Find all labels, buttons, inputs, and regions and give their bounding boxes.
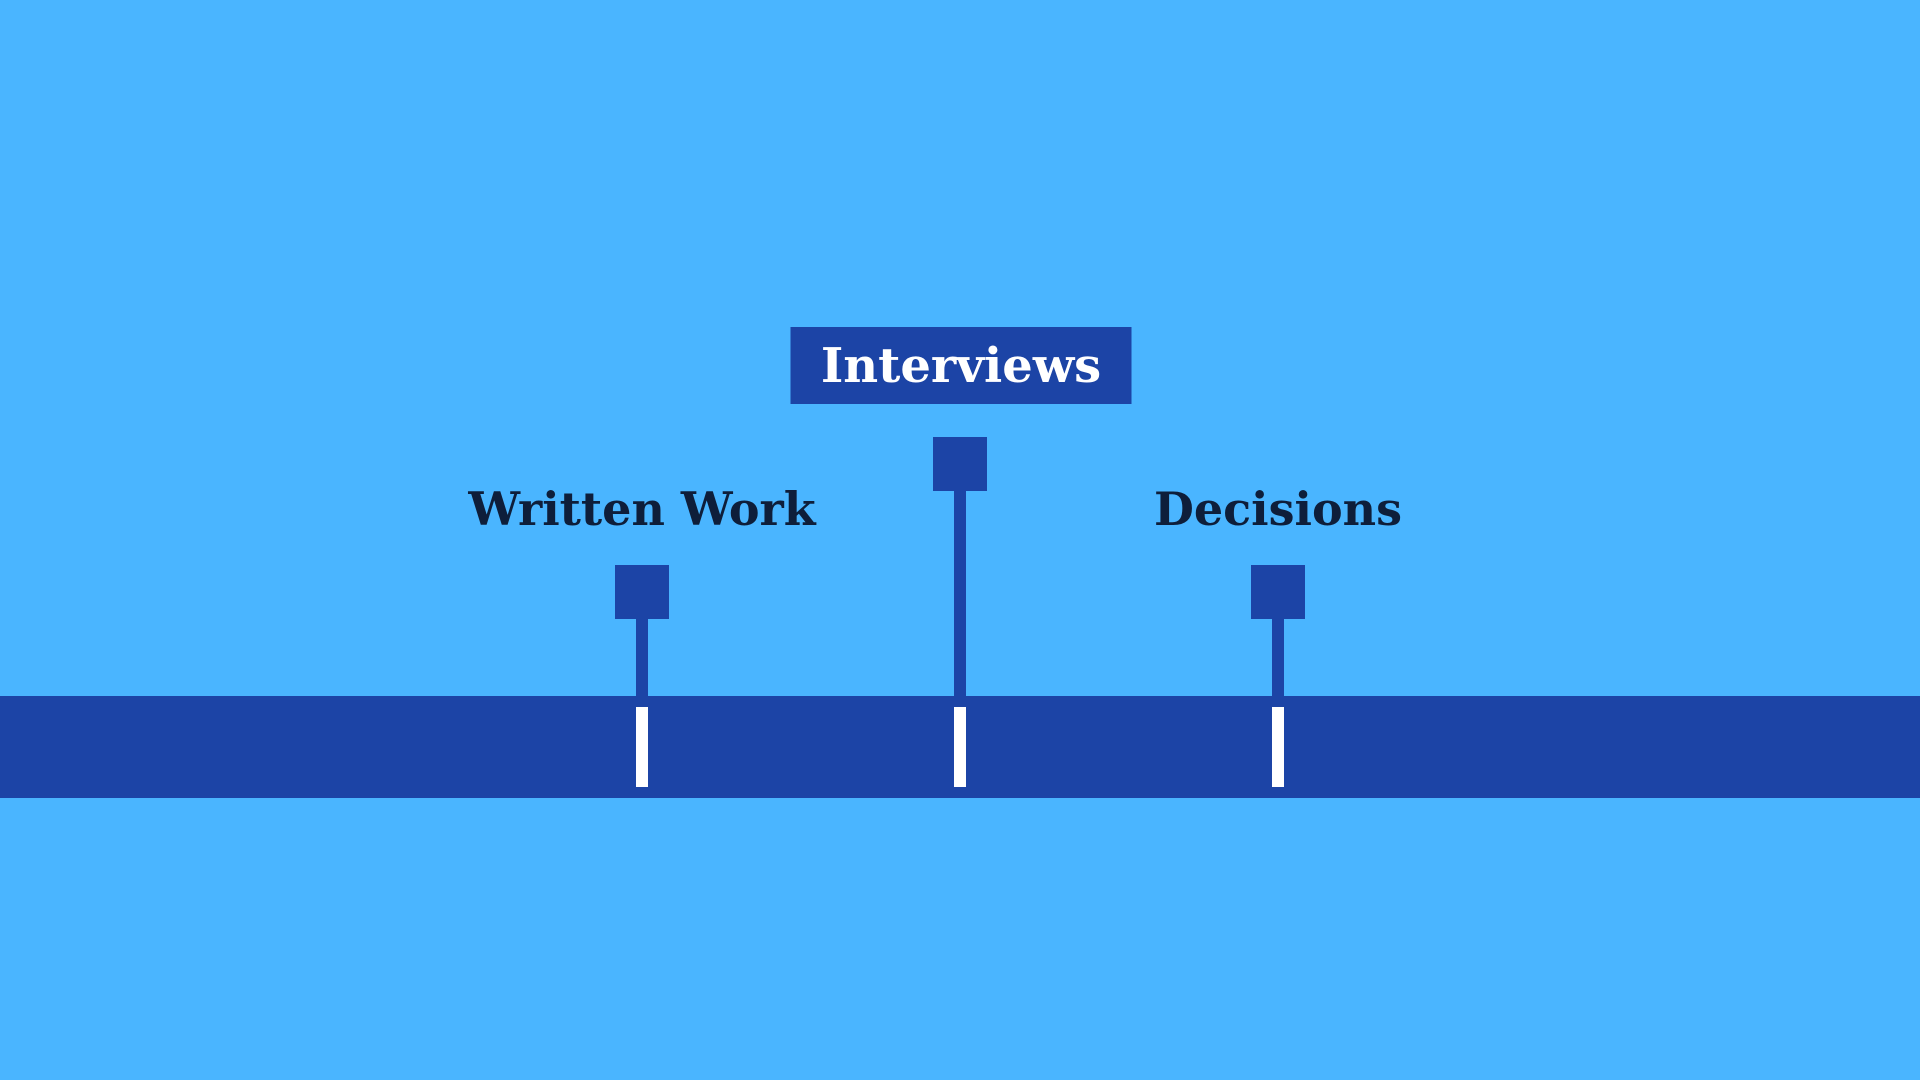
milestone-marker-interviews <box>933 437 987 491</box>
milestone-label-interviews: Interviews <box>820 337 1102 394</box>
milestone-marker-decisions <box>1251 565 1305 619</box>
timeline-tick-decisions <box>1272 707 1284 787</box>
timeline-tick-interviews <box>954 707 966 787</box>
timeline-tick-written-work <box>636 707 648 787</box>
milestone-stem-written-work <box>636 616 648 698</box>
milestone-stem-interviews <box>954 488 966 698</box>
milestone-marker-written-work <box>615 565 669 619</box>
milestone-label-decisions: Decisions <box>1153 482 1403 536</box>
milestone-label-box-interviews: Interviews <box>790 327 1132 404</box>
milestone-label-written-work: Written Work <box>468 482 816 536</box>
milestone-stem-decisions <box>1272 616 1284 698</box>
